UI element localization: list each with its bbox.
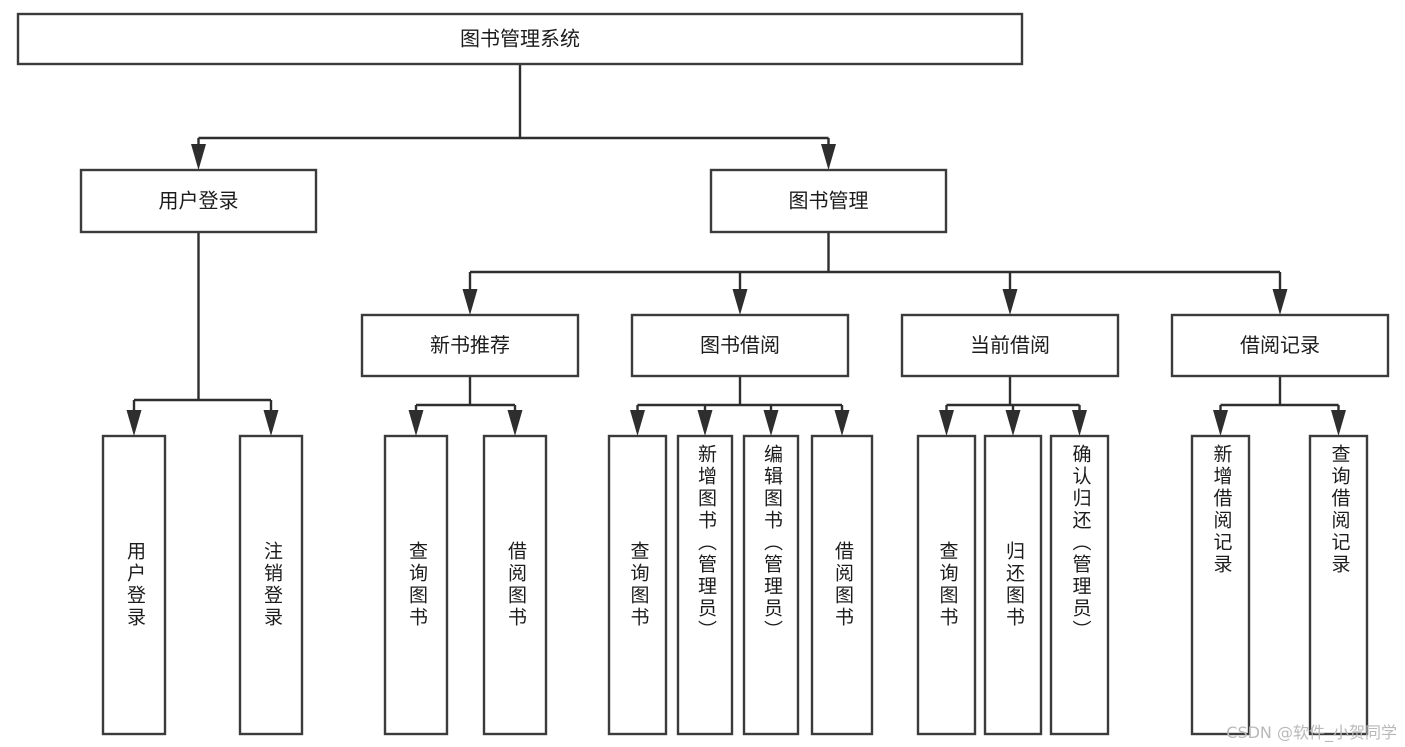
newbooks-to-leaves-branch-0-arrowhead — [408, 410, 424, 436]
records-to-leaves-branch-0-arrowhead — [1213, 410, 1228, 436]
newbooks-to-leaves-branch-1-arrowhead — [507, 410, 523, 436]
node-leaf-11[interactable] — [1190, 434, 1251, 736]
node-leaf-12[interactable] — [1308, 434, 1369, 736]
current-to-leaves-branch-2-arrowhead — [1072, 410, 1087, 436]
root-to-level2-branch-0-arrowhead — [191, 144, 206, 170]
node-level3-0[interactable] — [360, 313, 580, 378]
root-to-level2-branch-1-arrowhead — [821, 144, 836, 170]
current-to-leaves-branch-0-arrowhead — [939, 410, 954, 436]
borrow-to-leaves-branch-1-arrowhead — [697, 410, 713, 436]
node-leaf-8[interactable] — [916, 434, 977, 736]
node-leaf-1[interactable] — [238, 434, 304, 736]
books-to-level3-branch-0-arrowhead — [462, 289, 478, 315]
node-level3-2[interactable] — [900, 313, 1120, 378]
node-leaf-7[interactable] — [810, 434, 874, 736]
node-leaf-0[interactable] — [101, 434, 167, 736]
node-leaf-2[interactable] — [383, 434, 449, 736]
node-level3-2-label: 当前借阅 — [970, 333, 1050, 357]
records-to-leaves-branch-1-arrowhead — [1331, 410, 1346, 436]
connector-layer — [126, 64, 1346, 436]
node-level3-1[interactable] — [630, 313, 850, 378]
node-level2-0[interactable] — [79, 168, 318, 234]
current-to-leaves-branch-1-arrowhead — [1005, 410, 1021, 436]
node-leaf-6[interactable] — [742, 434, 800, 736]
login-to-leaves-branch-1-arrowhead — [263, 410, 279, 436]
books-to-level3-branch-3-arrowhead — [1272, 289, 1288, 315]
node-level2-1[interactable] — [709, 168, 948, 234]
login-to-leaves-branch-0-arrowhead — [126, 410, 142, 436]
node-level3-3-label: 借阅记录 — [1240, 333, 1320, 357]
node-level3-0-label: 新书推荐 — [430, 333, 510, 357]
node-leaf-4[interactable] — [607, 434, 668, 736]
books-to-level3-branch-2-arrowhead — [1002, 289, 1018, 315]
node-level3-3[interactable] — [1170, 313, 1390, 378]
borrow-to-leaves-branch-0-arrowhead — [630, 410, 645, 436]
borrow-to-leaves-branch-3-arrowhead — [834, 410, 850, 436]
watermark-label: CSDN @软件_小贺同学 — [1226, 723, 1397, 742]
borrow-to-leaves-branch-2-arrowhead — [763, 410, 779, 436]
node-root[interactable] — [16, 12, 1024, 66]
node-leaf-3[interactable] — [482, 434, 548, 736]
node-leaf-9[interactable] — [983, 434, 1043, 736]
books-to-level3-branch-1-arrowhead — [732, 289, 748, 315]
node-level2-0-label: 用户登录 — [159, 189, 239, 213]
node-level3-1-label: 图书借阅 — [700, 333, 780, 357]
node-leaf-10[interactable] — [1049, 434, 1110, 736]
node-level2-1-label: 图书管理 — [789, 189, 869, 213]
node-root-label: 图书管理系统 — [460, 27, 580, 51]
node-leaf-5[interactable] — [676, 434, 734, 736]
